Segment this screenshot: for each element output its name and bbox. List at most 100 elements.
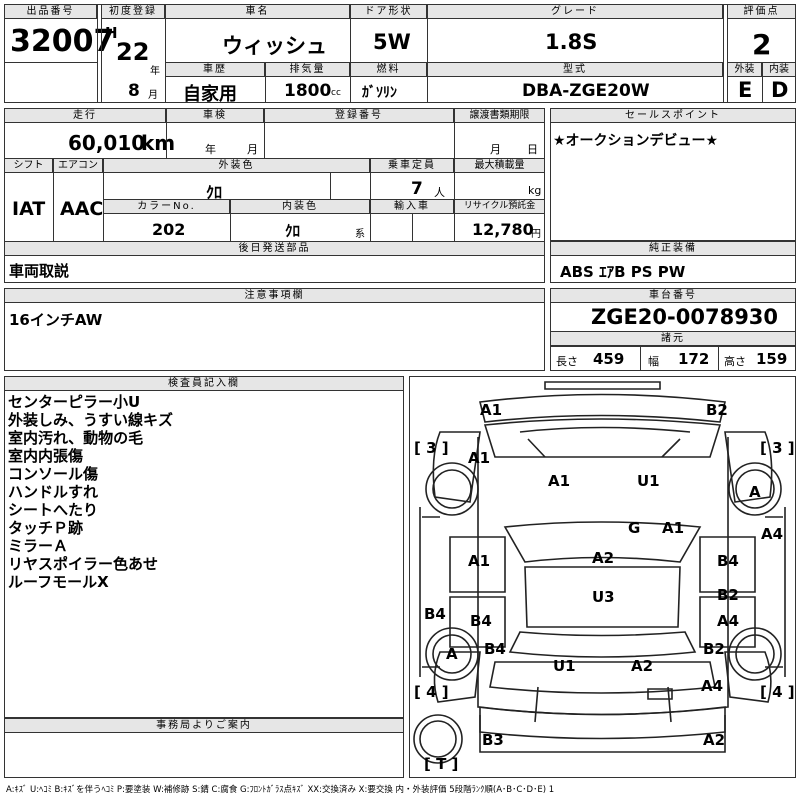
car-diagram: [ 3 ] [ 3 ] [ 4 ] [ 4 ] [ T ] A1 B2 A1 A…	[409, 376, 796, 778]
grade-value: 1.8S	[545, 30, 598, 54]
mark-fender-fl: A1	[468, 449, 491, 467]
mark-front-bumper-right: B2	[706, 401, 728, 419]
mark-roof-a: A2	[592, 549, 615, 567]
transfer-month-unit: 月	[490, 143, 501, 156]
model-value: DBA-ZGE20W	[522, 81, 650, 101]
era-year: 22	[116, 38, 150, 66]
mark-roof-u: U3	[592, 588, 615, 606]
tire-rl-tread: [ 4 ]	[414, 683, 449, 701]
chassis-value: ZGE20-0078930	[591, 305, 779, 329]
reg-number-label: 登録番号	[264, 108, 454, 123]
import-label: 輸入車	[370, 199, 454, 214]
interior-value: D	[771, 78, 789, 102]
caution-value: 16インチAW	[9, 311, 103, 329]
inspection-month-unit: 月	[247, 143, 258, 156]
height-label: 高さ	[724, 355, 746, 368]
int-color-suffix: 系	[355, 229, 365, 240]
mileage-unit: km	[141, 131, 176, 155]
mark-quarter-rr: A4	[701, 677, 724, 695]
score-label: 評価点	[727, 4, 796, 19]
mark-rear-bumper-left: B3	[482, 731, 504, 749]
note-line: ルーフモールX	[8, 573, 109, 591]
mark-quarter-left: B4	[484, 640, 506, 658]
door-value: 5W	[373, 30, 411, 54]
mark-door-fl: A1	[468, 552, 491, 570]
lot-label: 出品番号	[4, 4, 97, 19]
displacement-unit: cc	[331, 88, 341, 98]
door-label: ドア形状	[350, 4, 427, 19]
int-color-label: 内装色	[230, 199, 370, 214]
max-load-label: 最大積載量	[454, 158, 545, 173]
chassis-label: 車台番号	[550, 288, 796, 303]
office-label: 事務局よりご案内	[4, 718, 404, 733]
inspector-notes: センターピラー小U 外装しみ、うすい線キズ 室内汚れ、動物の毛 室内内張傷 コン…	[8, 393, 398, 591]
exterior-label: 外装	[727, 62, 762, 77]
first-reg-label: 初度登録	[101, 4, 165, 19]
mark-door-rr: B2	[717, 586, 739, 604]
mark-hood-left: A1	[548, 472, 571, 490]
inspector-label: 検査員記入欄	[4, 376, 404, 391]
history-value: 自家用	[183, 84, 237, 105]
interior-label: 内装	[762, 62, 796, 77]
note-line: リヤスポイラー色あせ	[8, 555, 159, 573]
mark-hood-right: U1	[637, 472, 660, 490]
sales-point-value: ★オークションデビュー★	[553, 133, 719, 149]
recycle-unit: 円	[531, 229, 541, 240]
exterior-value: E	[738, 78, 753, 102]
mileage-label: 走行	[4, 108, 166, 123]
displacement-label: 排気量	[265, 62, 350, 77]
capacity-value: 7	[411, 179, 423, 199]
fuel-label: 燃料	[350, 62, 427, 77]
mark-fender-fr: A4	[761, 525, 784, 543]
width-value: 172	[678, 350, 710, 368]
note-line: センターピラー小U	[8, 393, 141, 411]
history-label: 車歴	[165, 62, 265, 77]
ac-value: AAC	[60, 198, 104, 220]
shift-label: シフト	[4, 158, 53, 173]
mark-windshield: G	[628, 519, 641, 537]
fuel-value: ｶﾞｿﾘﾝ	[362, 85, 397, 101]
score-value: 2	[752, 28, 772, 61]
tire-fr-tread: [ 3 ]	[760, 439, 795, 457]
height-value: 159	[756, 350, 788, 368]
ext-color-label: 外装色	[103, 158, 370, 173]
inspection-year-unit: 年	[205, 143, 216, 156]
width-label: 幅	[648, 355, 659, 368]
later-parts-label: 後日発送部品	[4, 241, 545, 256]
length-value: 459	[593, 350, 625, 368]
sales-point-box	[550, 108, 796, 241]
ac-label: エアコン	[53, 158, 103, 173]
recycle-value: 12,780	[472, 220, 534, 239]
mark-trunk-right: A2	[631, 657, 654, 675]
model-label: 型式	[427, 62, 723, 77]
later-parts-value: 車両取説	[9, 262, 70, 280]
recycle-label: リサイクル預託金	[454, 199, 545, 214]
int-color-value: ｸﾛ	[285, 222, 301, 240]
note-line: ハンドルすれ	[8, 483, 99, 501]
color-no-value: 202	[152, 220, 186, 239]
legend-text: A:ｷｽﾞ U:ﾍｺﾐ B:ｷｽﾞを伴うﾍｺﾐ P:要塗装 W:補修跡 S:錆 …	[6, 785, 555, 795]
note-line: ミラーＡ	[8, 537, 69, 555]
capacity-label: 乗車定員	[370, 158, 454, 173]
year-unit: 年	[150, 66, 160, 77]
shift-value: IAT	[12, 198, 46, 220]
note-line: コンソール傷	[8, 465, 99, 483]
transfer-day-unit: 日	[527, 143, 538, 156]
equipment-value: ABS ｴｱB PS PW	[560, 263, 686, 281]
reg-month: 8	[128, 81, 140, 101]
car-name: ウィッシュ	[222, 34, 327, 58]
era-letter: H	[105, 24, 118, 42]
spec-label: 諸元	[550, 331, 796, 346]
spare-tire-mark: [ T ]	[424, 755, 459, 773]
note-line: 室内汚れ、動物の毛	[8, 429, 144, 447]
displacement-value: 1800	[284, 81, 332, 101]
mark-rear-bumper-right: A2	[703, 731, 726, 749]
capacity-unit: 人	[434, 186, 445, 199]
lot-number: 32007	[10, 24, 115, 59]
mark-sill-left: B4	[424, 605, 446, 623]
color-no-label: カラーNo.	[103, 199, 230, 214]
length-label: 長さ	[556, 355, 578, 368]
car-outline	[413, 381, 786, 764]
mark-wheel-fr: A	[749, 483, 761, 501]
mark-trunk-left: U1	[553, 657, 576, 675]
